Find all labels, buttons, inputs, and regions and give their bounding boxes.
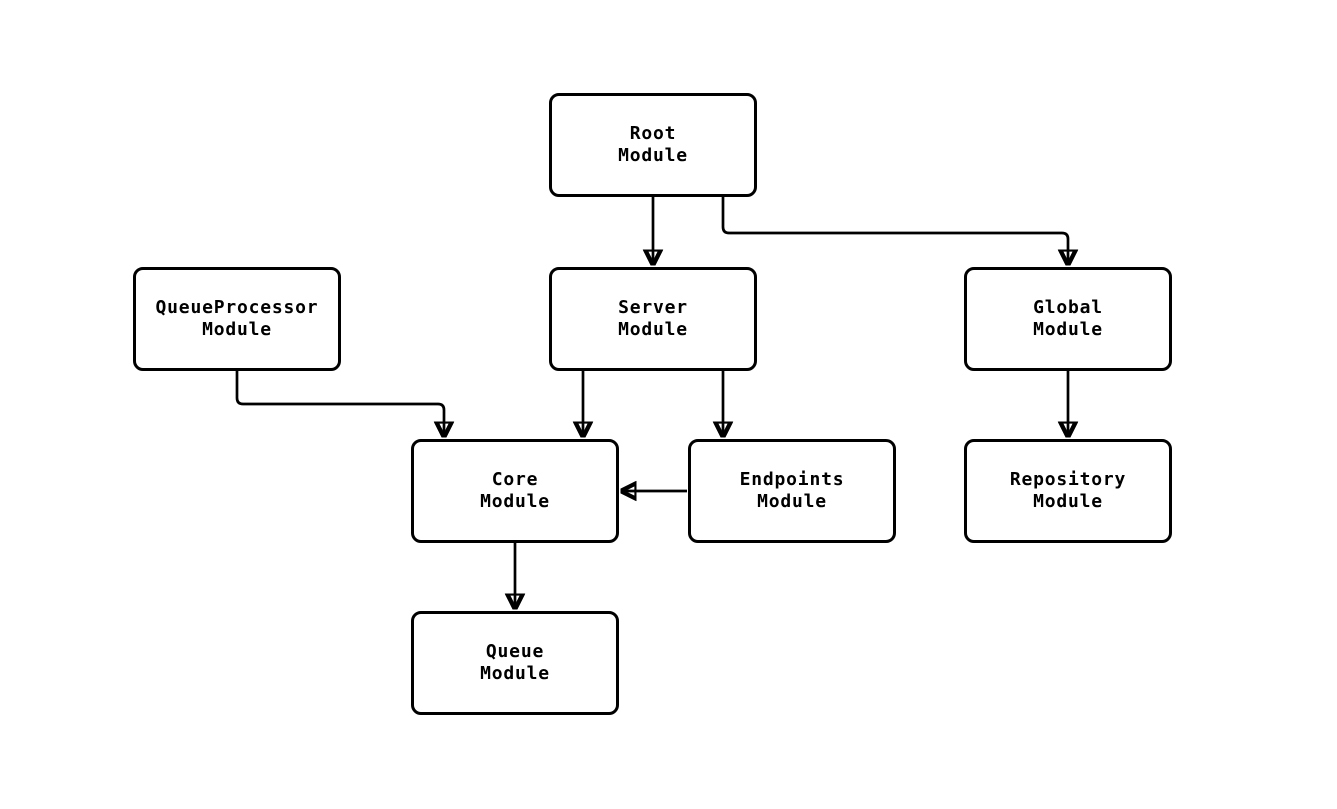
edge-root-to-global xyxy=(721,197,1068,265)
node-endpoints-module: Endpoints Module xyxy=(688,439,896,543)
node-label-line: Module xyxy=(480,663,550,684)
node-label-line: Endpoints xyxy=(739,469,845,490)
node-label-line: Module xyxy=(757,491,827,512)
node-core-module: Core Module xyxy=(411,439,619,543)
node-label-line: Module xyxy=(1033,319,1103,340)
node-label-line: Global xyxy=(1033,297,1103,318)
node-root-module: Root Module xyxy=(549,93,757,197)
node-label-line: QueueProcessor xyxy=(155,297,319,318)
node-label-line: Queue xyxy=(485,641,545,662)
node-server-module: Server Module xyxy=(549,267,757,371)
edge-queueprocessor-to-core xyxy=(235,371,444,437)
node-label-line: Module xyxy=(202,319,272,340)
node-label-line: Module xyxy=(1033,491,1103,512)
node-label-line: Root xyxy=(629,123,677,144)
node-label-line: Server xyxy=(618,297,688,318)
node-label-line: Module xyxy=(618,145,688,166)
node-label-line: Core xyxy=(491,469,539,490)
node-label-line: Module xyxy=(618,319,688,340)
node-label-line: Repository xyxy=(1009,469,1127,490)
node-queue-module: Queue Module xyxy=(411,611,619,715)
node-global-module: Global Module xyxy=(964,267,1172,371)
node-label-line: Module xyxy=(480,491,550,512)
node-queueprocessor-module: QueueProcessor Module xyxy=(133,267,341,371)
node-repository-module: Repository Module xyxy=(964,439,1172,543)
